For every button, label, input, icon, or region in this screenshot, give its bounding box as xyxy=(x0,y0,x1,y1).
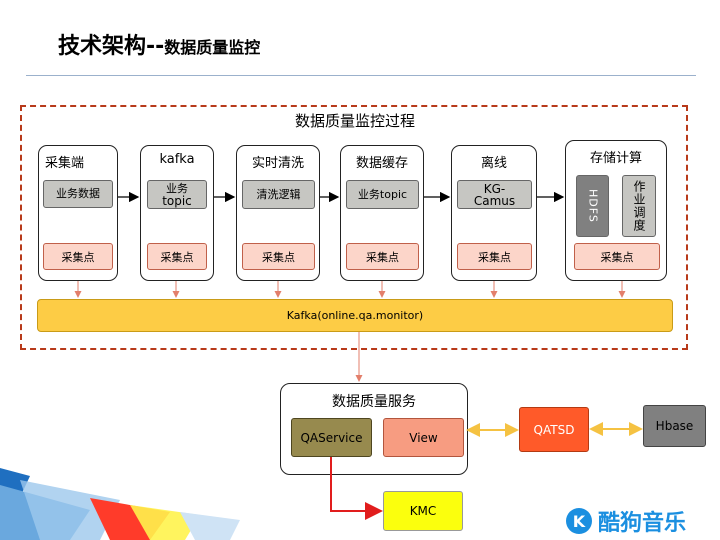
stage-data-cache-label: 数据缓存 xyxy=(355,156,408,171)
business-topic-box: 业务 topic xyxy=(147,180,207,209)
stage-offline-label: 离线 xyxy=(480,156,507,171)
page-title: 技术架构--数据质量监控 xyxy=(58,28,260,60)
stage-realtime-cleaning: 实时清洗 清洗逻辑 采集点 xyxy=(236,145,320,281)
page-title-main: 技术架构-- xyxy=(58,34,165,59)
stage-realtime-cleaning-label: 实时清洗 xyxy=(251,156,304,171)
collection-point-5: 采集点 xyxy=(457,243,532,270)
stage-offline: 离线 KG- Camus 采集点 xyxy=(451,145,537,281)
collection-point-4: 采集点 xyxy=(346,243,419,270)
kg-camus-line1: KG- xyxy=(483,181,506,196)
kg-camus-line2: Camus xyxy=(473,193,516,208)
monitoring-process-title: 数据质量监控过程 xyxy=(294,112,415,130)
business-data-box: 业务数据 xyxy=(43,180,113,208)
brand-logo: K 酷狗音乐 xyxy=(566,505,686,537)
stage-collector-label: 采集端 xyxy=(45,156,85,171)
cache-topic-box: 业务topic xyxy=(346,180,419,209)
kmc-box: KMC xyxy=(383,491,463,531)
qaservice-kmc-arrow xyxy=(330,457,383,520)
monitoring-process-frame xyxy=(20,105,688,350)
kafka-monitor-bar: Kafka(online.qa.monitor) xyxy=(37,299,673,332)
stage-storage-compute-label: 存储计算 xyxy=(589,151,642,166)
title-divider xyxy=(26,75,696,76)
view-box: View xyxy=(383,418,464,457)
page-title-sub: 数据质量监控 xyxy=(164,38,261,57)
business-topic-line2: topic xyxy=(162,193,192,208)
brand-name: 酷狗音乐 xyxy=(598,511,687,536)
business-topic-line1: 业务 xyxy=(166,181,188,195)
collection-point-6: 采集点 xyxy=(574,243,660,270)
stage-storage-compute: 存储计算 HDFS 作业调度 采集点 xyxy=(565,140,667,281)
kg-camus-box: KG- Camus xyxy=(457,180,532,209)
stage-data-cache: 数据缓存 业务topic 采集点 xyxy=(340,145,424,281)
hdfs-box: HDFS xyxy=(576,175,609,237)
qatsd-box: QATSD xyxy=(519,407,589,452)
collection-point-2: 采集点 xyxy=(147,243,207,270)
collection-point-3: 采集点 xyxy=(242,243,315,270)
data-quality-service-title: 数据质量服务 xyxy=(332,394,416,410)
stage-kafka: kafka 业务 topic 采集点 xyxy=(140,145,214,281)
job-scheduling-box: 作业调度 xyxy=(622,175,656,237)
qaservice-box: QAService xyxy=(291,418,372,457)
stage-kafka-label: kafka xyxy=(159,152,195,167)
hbase-box: Hbase xyxy=(643,405,706,447)
cleaning-logic-box: 清洗逻辑 xyxy=(242,180,315,209)
collection-point-1: 采集点 xyxy=(43,243,113,270)
kugou-icon: K xyxy=(566,508,592,534)
stage-collector: 采集端 业务数据 采集点 xyxy=(38,145,118,281)
